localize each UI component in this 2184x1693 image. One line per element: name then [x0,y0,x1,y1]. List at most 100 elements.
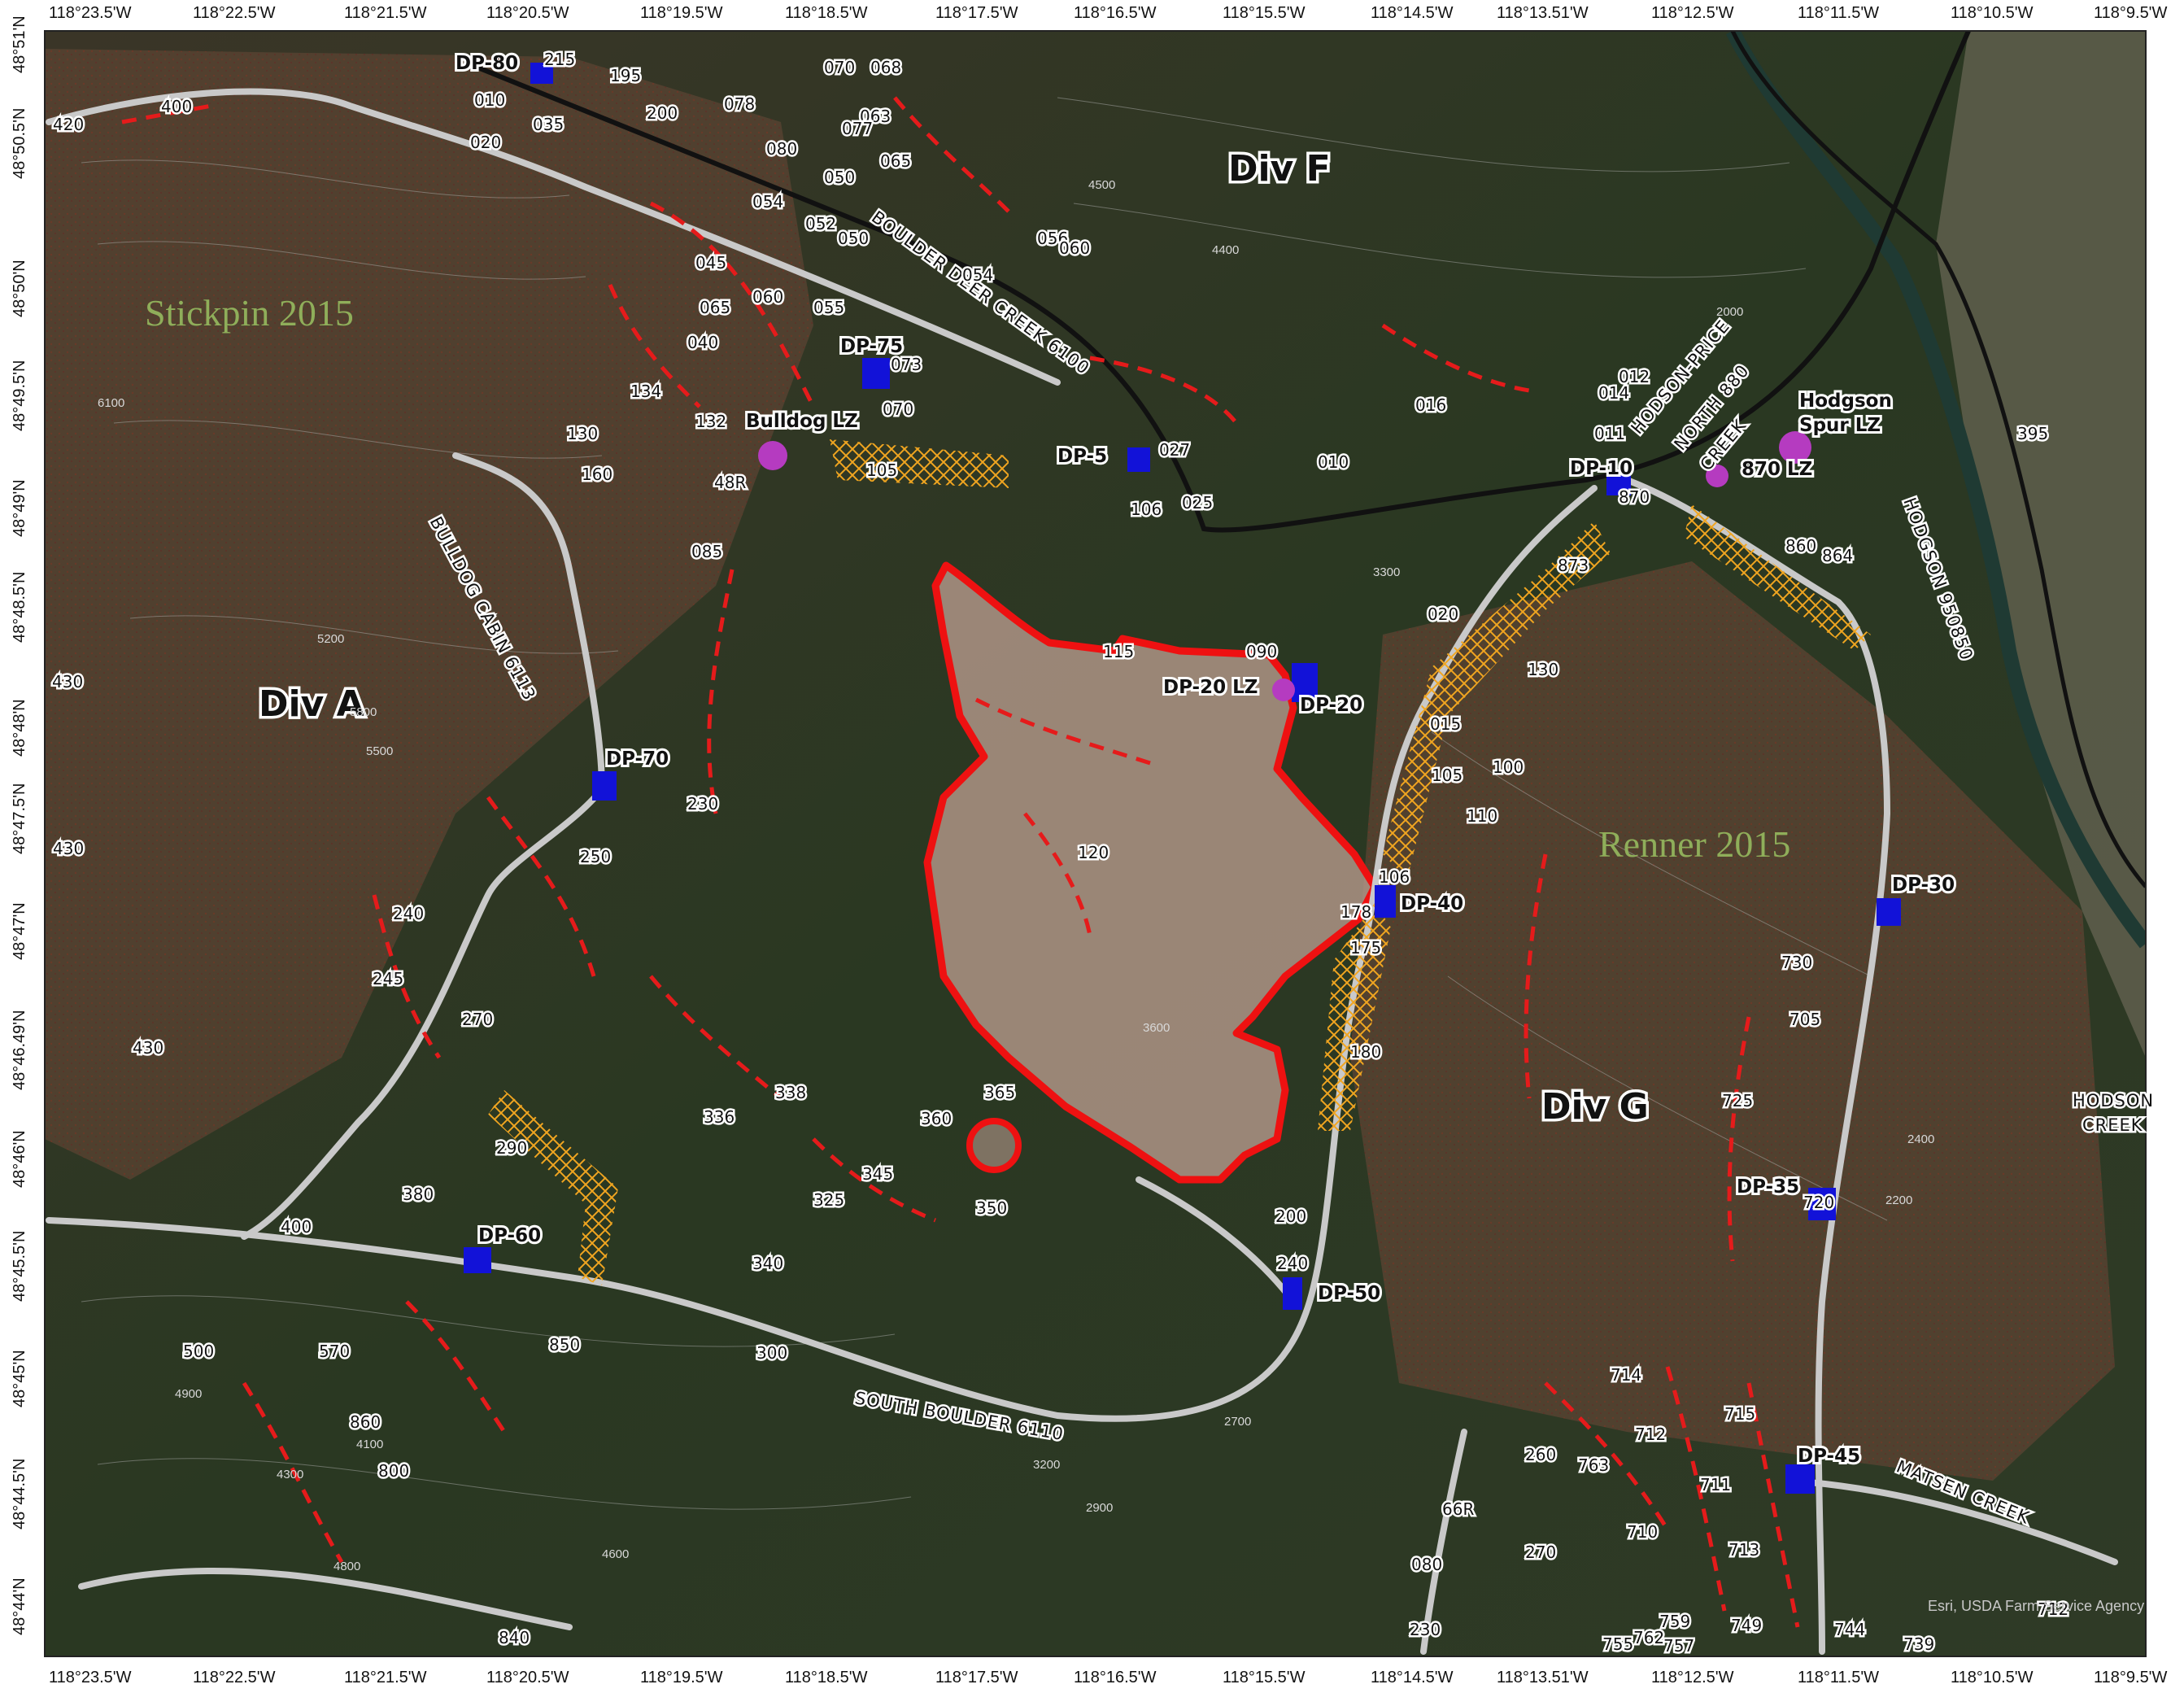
segment-label: 712 [2038,1599,2068,1619]
segment-label: 730 [1781,953,1812,972]
segment-label: 860 [1785,536,1816,556]
segment-label: 080 [766,139,797,159]
segment-label: 090 [1246,642,1277,661]
map-imagery [45,31,2146,1656]
road-south-west [78,1568,573,1630]
imagery-credit: Esri, USDA Farm Service Agency [1928,1598,2144,1614]
segment-label: 230 [1410,1620,1441,1639]
contour-label: 5500 [366,744,393,758]
lon-tick-top: 118°17.5'W [935,4,1018,22]
lat-tick: 48°46.49'N [11,1010,28,1090]
drop-point-marker[interactable] [862,358,890,389]
segment-label: 711 [1700,1475,1731,1494]
segment-label: 860 [350,1412,381,1432]
lat-tick: 48°44.5'N [11,1459,28,1529]
segment-label: 850 [549,1335,580,1355]
longitude-ticks-top: 118°23.5'W 118°22.5'W 118°21.5'W 118°20.… [49,4,2168,22]
segment-label: 270 [1525,1542,1556,1562]
segment-label: 025 [1182,493,1213,513]
landing-zone-label: 870 LZ [1742,459,1812,480]
segment-label: 040 [687,333,718,352]
segment-label: 250 [580,847,611,866]
contour-labels: 2000 4500 4400 6100 5200 5800 5500 4900 … [98,178,1934,1573]
contour-label: 4600 [602,1547,629,1561]
longitude-ticks-bottom: 118°23.5'W 118°22.5'W 118°21.5'W 118°20.… [49,1669,2168,1686]
drop-point-marker[interactable] [1127,447,1150,472]
drop-point-marker[interactable] [1283,1277,1302,1310]
segment-label: 130 [1528,660,1558,679]
segment-label: 714 [1611,1365,1641,1385]
segment-label: 068 [870,58,901,77]
drop-point-label: DP-50 [1318,1283,1380,1304]
segment-label: 720 [1803,1193,1834,1212]
landing-zone-marker[interactable] [758,441,787,470]
drop-point-marker[interactable] [464,1247,491,1273]
lat-tick: 48°46'N [11,1130,28,1188]
segment-label: 160 [582,465,612,484]
drop-point-marker[interactable] [1375,885,1396,918]
division-label-g: Div G [1541,1086,1649,1128]
segment-label: 739 [1903,1634,1934,1654]
segment-label: 035 [533,115,564,134]
lon-tick-top: 118°10.5'W [1951,4,2034,22]
drop-point-marker[interactable] [1292,663,1318,702]
drop-point-marker[interactable] [530,63,553,84]
lon-tick-bottom: 118°22.5'W [193,1669,276,1686]
highway-east [1730,31,2146,888]
lon-tick-bottom: 118°23.5'W [49,1669,132,1686]
drop-point-marker[interactable] [1808,1188,1836,1220]
segment-label: 178 [1340,902,1371,922]
segment-label: 395 [2017,424,2048,443]
landing-zone-marker[interactable] [1272,679,1295,701]
drop-point-marker[interactable] [1785,1464,1815,1494]
segment-label: 705 [1789,1010,1820,1029]
drop-point-label: DP-45 [1798,1446,1860,1467]
segment-label: 050 [824,168,855,187]
lat-tick: 48°48.5'N [11,572,28,643]
segment-label: 360 [921,1109,952,1128]
lon-tick-bottom: 118°20.5'W [486,1669,569,1686]
lat-tick: 48°51'N [11,15,28,73]
contour-label: 4100 [356,1438,383,1451]
stickpin-2015-burn-area [45,49,813,1180]
lon-tick-top: 118°18.5'W [785,4,868,22]
lon-tick-top: 118°16.5'W [1074,4,1157,22]
drop-point-label: DP-5 [1057,446,1107,467]
landing-zone-marker[interactable] [1779,431,1811,464]
drop-point-marker[interactable] [1877,898,1901,926]
landing-zone-marker[interactable] [1706,465,1728,487]
segment-label: 180 [1350,1042,1381,1062]
segment-label: 290 [496,1138,527,1158]
segment-label: 015 [1430,714,1461,734]
segment-label: 080 [1411,1555,1442,1574]
fire-perimeter[interactable] [923,561,1379,1184]
lat-tick: 48°47'N [11,902,28,960]
drop-point-markers [464,63,1901,1494]
segment-label: 430 [133,1038,163,1058]
drop-point-labels: DP-80 DP-75 DP-5 DP-10 DP-20 DP-70 DP-40… [453,50,1957,1469]
segment-label: 500 [183,1342,214,1361]
drop-point-marker[interactable] [592,771,617,801]
segment-label: 800 [378,1461,409,1481]
segment-label: 085 [691,542,722,561]
segment-label: 713 [1728,1540,1759,1560]
division-label-f: Div F [1228,148,1331,190]
map-border [44,30,2147,1657]
historic-fire-label-renner: Renner 2015 [1598,823,1790,865]
drop-point-marker[interactable] [1606,474,1631,495]
segment-label: 063 [860,107,891,126]
segment-label: 870 [1619,487,1650,507]
segment-label: 045 [695,253,726,273]
landing-zone-label: Bulldog LZ [746,411,858,432]
hand-lines [488,439,1871,1285]
segment-label: 240 [1277,1254,1308,1273]
highway [470,31,1971,533]
spot-fire-perimeter[interactable] [966,1118,1022,1173]
contour-label: 3200 [1033,1458,1060,1472]
lat-tick: 48°50.5'N [11,108,28,179]
segment-label: 725 [1722,1091,1753,1110]
segment-label: 132 [695,412,726,431]
segment-label: 070 [883,399,913,419]
contour-label: 3600 [1143,1021,1170,1035]
